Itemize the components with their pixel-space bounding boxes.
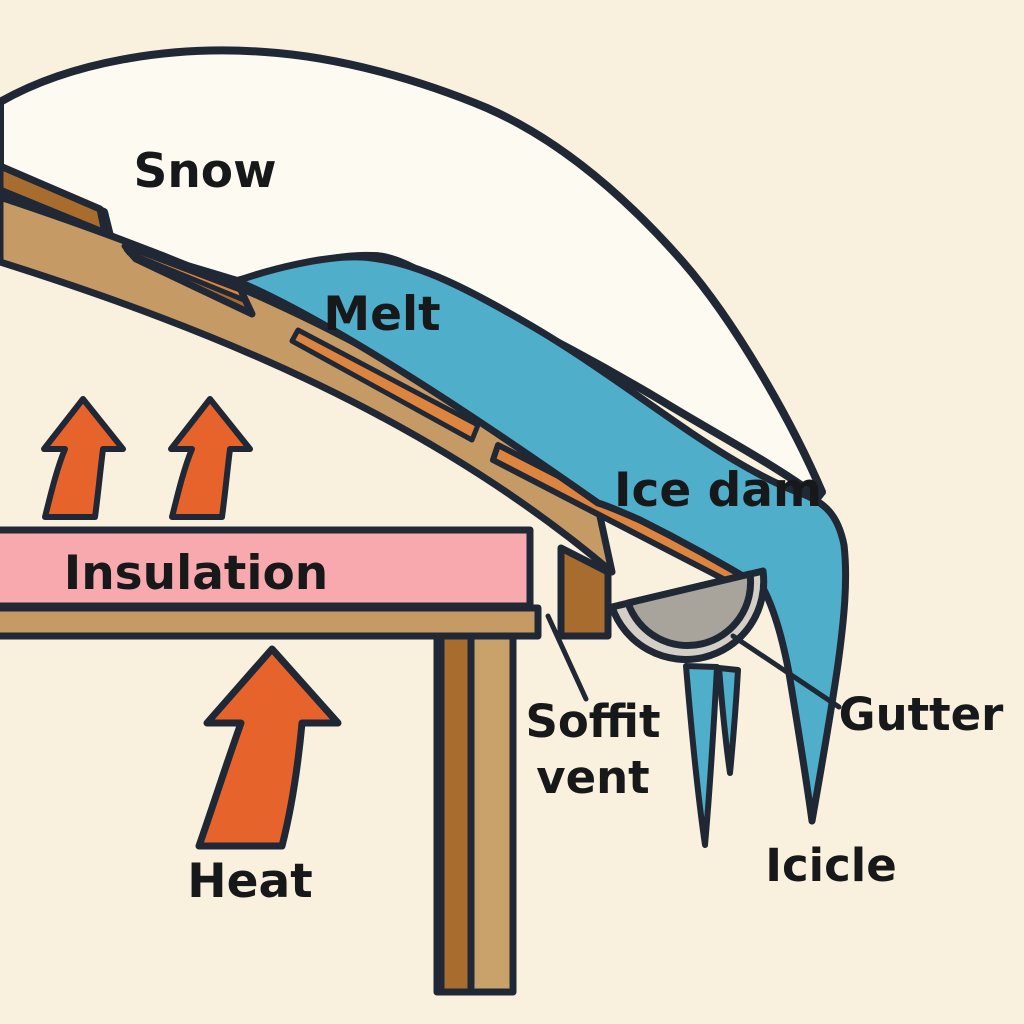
icicle-left [683, 663, 720, 848]
label-gutter: Gutter [839, 688, 1005, 741]
label-melt: Melt [323, 287, 440, 342]
drip-sliver-mid [289, 327, 481, 443]
gutter-inner-body [624, 570, 755, 650]
gutter-leader-line [730, 633, 842, 710]
label-soffit-vent-line2: vent [536, 751, 649, 804]
label-soffit-vent-line1: Soffit [525, 695, 660, 748]
eave-blocking [557, 544, 612, 640]
label-insulation: Insulation [64, 546, 329, 601]
ceiling-board [0, 604, 542, 640]
heat-arrow-small-1 [41, 396, 126, 520]
wall-stud-inner [437, 632, 475, 996]
label-snow: Snow [133, 144, 276, 199]
roof-deck [0, 193, 616, 576]
label-heat: Heat [187, 854, 312, 909]
heat-arrow-large [195, 645, 342, 850]
label-ice-dam: Ice dam [614, 463, 822, 518]
heat-arrow-small-2 [168, 396, 253, 520]
icicle-middle [716, 665, 741, 776]
soffit-vent-leader-line [545, 613, 589, 702]
melt-ice-dam-shape [233, 253, 850, 825]
label-icicle: Icicle [765, 839, 896, 892]
drip-sliver-upper [121, 243, 247, 303]
shingle-upper [0, 162, 109, 237]
